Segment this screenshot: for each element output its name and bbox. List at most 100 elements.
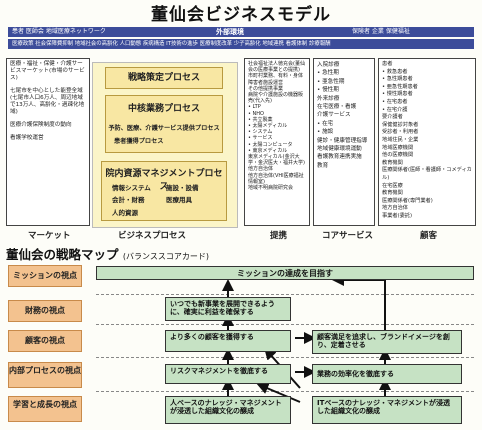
resource-item: 医療用具: [166, 196, 192, 204]
alliance-line: 地域不明病院研究会: [248, 185, 294, 192]
core-service-line: • 在宅: [317, 120, 334, 127]
alliance-line: その他提携事業: [248, 85, 284, 92]
customer-line: 患者: [382, 61, 393, 67]
alliance-line: • 東京メディカル: [248, 147, 288, 154]
customer-line: 保健健診対象者: [382, 121, 419, 128]
business-process-panel: 戦略策定プロセス 中核業務プロセス 予防、医療、介護サービス提供プロセス 患者獲…: [92, 62, 238, 228]
footer-core-service: コアサービス: [322, 231, 374, 241]
customer-line: 他の医療機関: [382, 152, 414, 159]
customer-line: 医療関係者(専門業者): [382, 197, 433, 204]
alliance-line: • サービス: [248, 135, 273, 142]
perspective-mission: ミッションの視点: [8, 265, 82, 287]
core-process-sub2: 患者獲得プロセス: [114, 138, 164, 145]
customer-line: 教育機関: [382, 190, 403, 197]
resource-item: 人的資源: [112, 209, 138, 217]
core-process-sub1: 予防、医療、介護サービス提供プロセス: [108, 125, 220, 132]
finance-goal-box: いつでも新事業を展開できるように、確実に利益を確保する: [165, 297, 291, 321]
process-goal-a: リスクマネジメントを徹底する: [165, 364, 291, 384]
customer-line: 受診者・利用者: [382, 129, 419, 136]
customer-line: 教育機関: [382, 159, 403, 166]
alliance-line: 東京メディカル(金沢大学・金沢医大・福井大学): [248, 154, 305, 167]
customer-line: • 急性期患者: [382, 76, 413, 83]
core-service-line: 在宅医療・看護: [317, 104, 357, 111]
market-line: 看護学校運営: [10, 135, 44, 141]
perspective-internal-process: 内部プロセスの視点: [8, 362, 82, 388]
market-line: 七尾市を中心とした能登全域(七尾市人口6万人、周辺地域で13万人、高齢化・過疎化…: [10, 88, 85, 115]
alliance-line: • 共立製薬: [248, 116, 273, 123]
divider: [96, 391, 474, 392]
customer-line: 地方自治体: [382, 205, 408, 212]
alliance-line: 市町村業務、有料・身体障害者施設運営: [248, 73, 304, 86]
customer-line: 在宅医療: [382, 182, 403, 189]
core-service-line: • 施設: [317, 129, 334, 136]
alliance-line: • LTP: [248, 104, 261, 111]
stakeholders-left: 患者 医師会 地域医療ネットワーク: [12, 28, 106, 35]
core-process-box: 中核業務プロセス 予防、医療、介護サービス提供プロセス 患者獲得プロセス: [105, 95, 223, 153]
perspective-finance: 財務の視点: [8, 300, 82, 322]
market-line: 医療介護保険制度の動向: [10, 122, 72, 128]
core-service-line: • 慢性期: [317, 87, 339, 94]
alliance-line: • システム: [248, 129, 273, 136]
core-service-line: • 急性期: [317, 70, 339, 77]
core-service-line: 看護教育連携実施: [317, 154, 362, 161]
alliance-line: • 太陽コンピュータ: [248, 141, 293, 148]
footer-market: マーケット: [28, 231, 71, 241]
strategy-map-subtitle: (バランススコアカード): [122, 252, 209, 261]
alliance-line: 他方自治体(VHI医療福祉情報室): [248, 172, 304, 185]
core-service-line: 地域健康環境運動: [317, 146, 362, 153]
resource-item: 情報システム: [112, 184, 151, 192]
stakeholders-right: 保険者 企業 保健福祉: [352, 28, 410, 35]
market-line: 医療・福祉・保健・介護サービスマーケット(市場のサービス): [10, 61, 85, 81]
strategy-map-title: 董仙会の戦略マップ (バランススコアカード): [6, 244, 209, 263]
core-service-line: 介護サービス: [317, 112, 351, 119]
external-environment-bar: 患者 医師会 地域医療ネットワーク 外部環境 保険者 企業 保健福祉: [8, 27, 474, 37]
resource-process-box: 院内資源マネジメントプロセス 情報システム 施設・設備 会計・財務 医療用具 人…: [101, 161, 227, 221]
process-goal-b: 業務の効率化を徹底する: [312, 364, 462, 384]
divider: [96, 324, 474, 325]
customer-line: • 在宅介護: [382, 106, 408, 113]
core-process-title: 中核業務プロセス: [127, 104, 200, 114]
mission-goal-box: ミッションの達成を目指す: [96, 266, 474, 280]
alliance-panel: 社会福祉法人徳充会(董仙会の医療事業との提携) 市町村業務、有料・身体障害者施設…: [244, 58, 310, 226]
footer-process: ビジネスプロセス: [118, 231, 187, 241]
environment-factors: 医療政策 社会保障費抑制 地域社会の高齢化 人口動態 疾病構造 IT技術の進歩 …: [12, 41, 331, 47]
customer-line: 地域医療機関: [382, 144, 414, 151]
alliance-line: • 太陽メディカル: [248, 123, 288, 130]
footer-customer: 顧客: [420, 231, 438, 241]
customer-line: • 慢性期患者: [382, 91, 413, 98]
resource-item: 施設・設備: [166, 184, 199, 192]
resource-process-title: 院内資源マネジメントプロセス: [105, 169, 223, 192]
perspective-customer: 顧客の視点: [8, 330, 82, 352]
customer-line: • 亜急性期患者: [382, 83, 418, 90]
customer-line: 医療関係者(医師・看護師・コメディカル): [382, 167, 472, 181]
customer-line: 地域住民・企業: [382, 136, 419, 143]
market-panel: 医療・福祉・保健・介護サービスマーケット(市場のサービス) 七尾市を中心とした能…: [6, 58, 90, 226]
core-service-line: 外来診療: [317, 95, 340, 102]
customer-line: 事業者(委託): [382, 212, 412, 219]
perspective-learning-growth: 学習と成長の視点: [8, 396, 82, 422]
learning-goal-a: 人ベースのナレッジ・マネジメントが浸透した組織文化の醸成: [165, 396, 291, 424]
customer-goal-b: 顧客満足を追求し、ブランドイメージを創り、定着させる: [312, 330, 462, 354]
alliance-line: 他方自治体: [248, 166, 274, 173]
core-service-line: 健診・健康管理指導: [317, 137, 368, 144]
resource-item: 会計・財務: [112, 196, 145, 204]
external-environment-label: 外部環境: [216, 28, 244, 36]
alliance-line: 病院や介護施設の機器販売(代入先): [248, 92, 304, 105]
customer-goal-a: より多くの顧客を獲得する: [165, 330, 291, 352]
strategy-map-title-text: 董仙会の戦略マップ: [6, 247, 119, 262]
core-service-line: 教育: [317, 162, 329, 169]
alliance-line: 社会福祉法人徳充会(董仙会の医療事業との提携): [248, 61, 305, 74]
divider: [96, 294, 474, 295]
core-service-line: 入院診療: [317, 62, 340, 68]
core-service-panel: 入院診療 • 急性期 • 亜急性期 • 慢性期 外来診療 在宅医療・看護 介護サ…: [313, 58, 375, 226]
environment-factors-bar: 医療政策 社会保障費抑制 地域社会の高齢化 人口動態 疾病構造 IT技術の進歩 …: [8, 39, 474, 49]
customer-line: • 救急患者: [382, 68, 408, 75]
divider: [96, 357, 474, 358]
strategy-process-box: 戦略策定プロセス: [105, 67, 223, 89]
alliance-line: • NHO: [248, 110, 264, 117]
footer-alliance: 提携: [270, 231, 288, 241]
learning-goal-b: ITベースのナレッジ・マネジメントが浸透した組織文化の醸成: [312, 396, 462, 424]
customer-line: 要介護者: [382, 114, 403, 121]
customer-line: • 在宅患者: [382, 98, 408, 105]
core-service-line: • 亜急性期: [317, 78, 345, 85]
